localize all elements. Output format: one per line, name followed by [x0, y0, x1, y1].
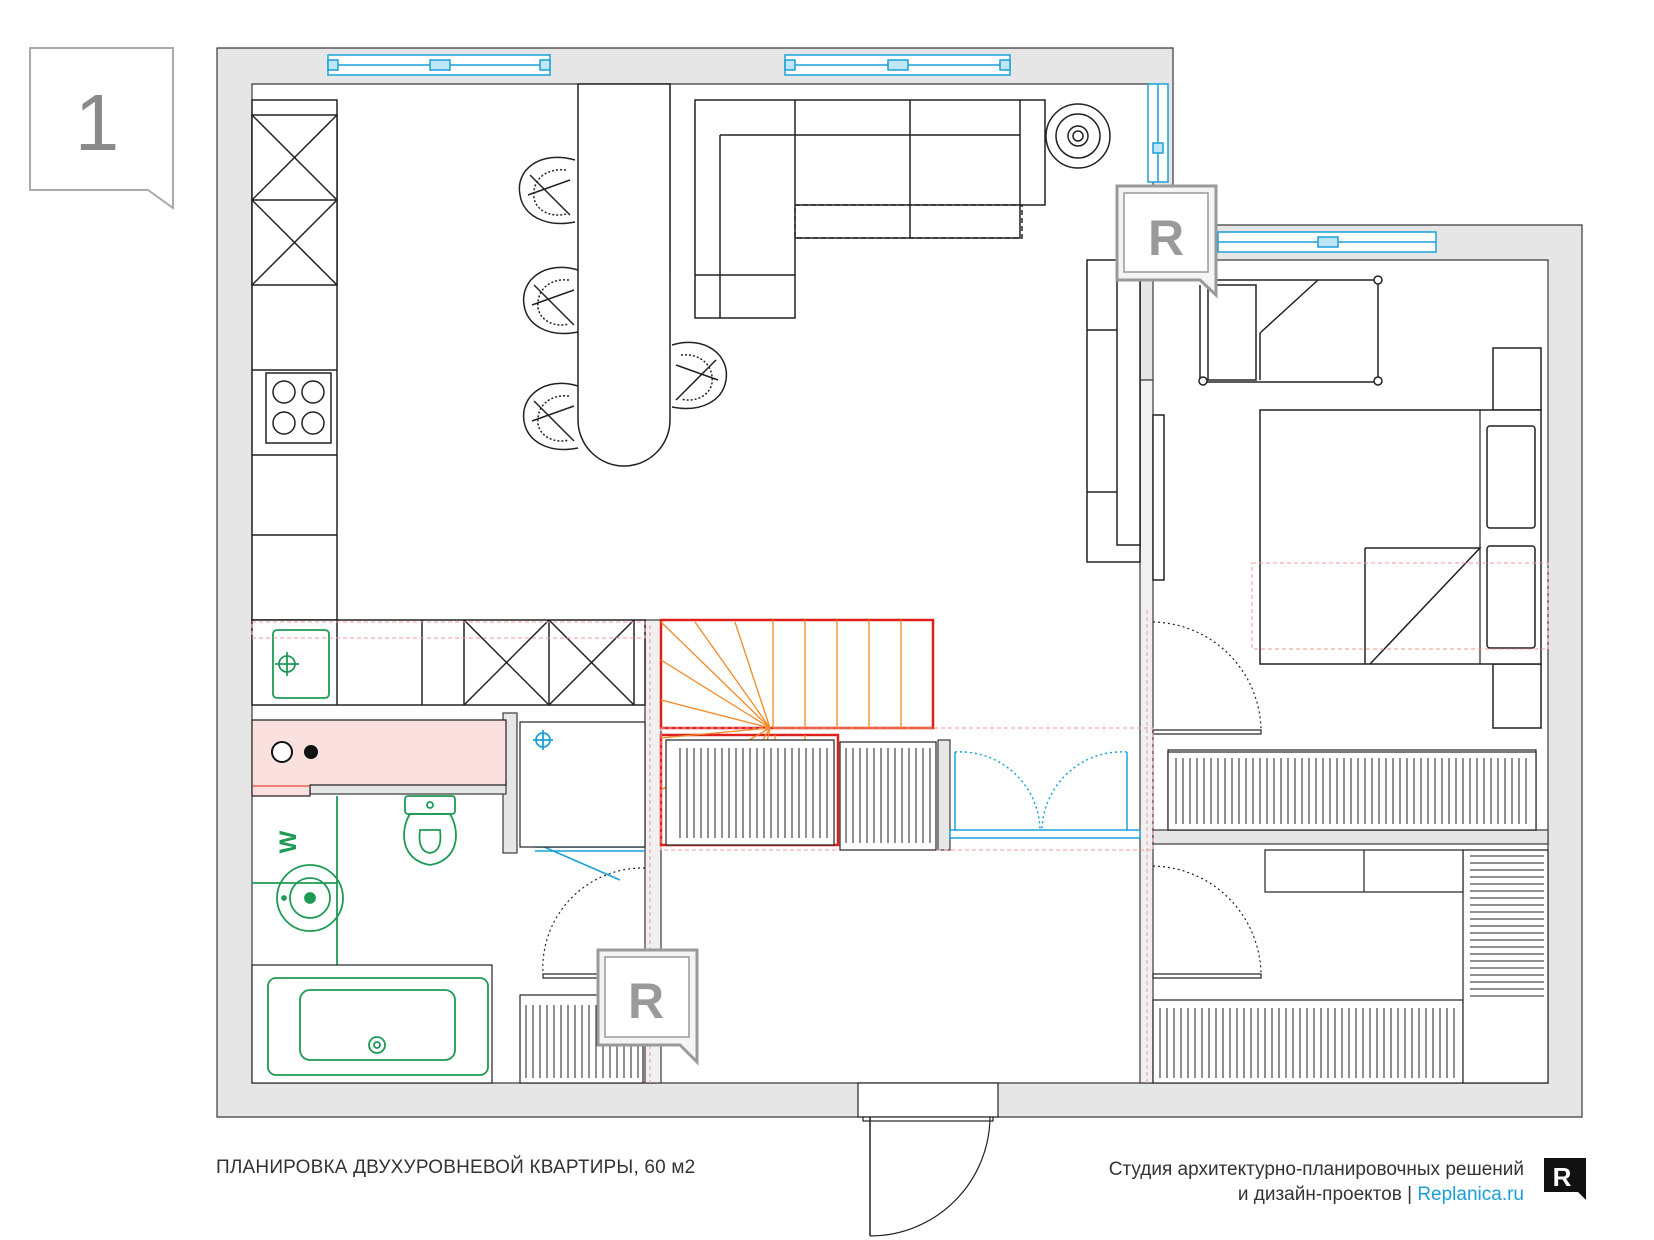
- bar-stools: [518, 156, 728, 451]
- page-number-tag: 1: [29, 47, 174, 210]
- kitchen-sink: [272, 629, 330, 699]
- bathroom-installation-zone: [251, 719, 507, 797]
- view-marker-letter: R: [1148, 210, 1184, 266]
- studio-caption: Студия архитектурно-планировочных решени…: [1109, 1157, 1524, 1207]
- double-bed: [1251, 347, 1549, 729]
- entrance-door: [857, 1082, 999, 1237]
- page-number: 1: [75, 78, 120, 167]
- bar-counter: [577, 83, 671, 467]
- sofa: [694, 99, 1046, 319]
- bar-stool: [671, 341, 728, 410]
- shower-tray: [519, 721, 646, 848]
- windows: [327, 54, 1437, 253]
- studio-line-2: и дизайн-проектов | Replanica.ru: [1109, 1182, 1524, 1207]
- plan-title: ПЛАНИРОВКА ДВУХУРОВНЕВОЙ КВАРТИРЫ, 60 м2: [216, 1157, 696, 1178]
- bedroom-door: [1152, 621, 1262, 735]
- storage-hatching: [525, 748, 1544, 1078]
- kitchen-counter: [251, 99, 338, 621]
- toilet: [403, 795, 457, 866]
- floor-lamp: [1045, 103, 1111, 169]
- brand-logo: R: [1544, 1158, 1586, 1200]
- view-marker: R: [596, 948, 699, 1066]
- armchair-desk: [1198, 275, 1383, 386]
- bar-stool: [518, 156, 576, 225]
- bathtub: [251, 964, 493, 1084]
- bar-stool: [522, 266, 579, 335]
- corridor-closet: [1264, 849, 1464, 893]
- washbasin: [276, 864, 344, 932]
- studio-link[interactable]: Replanica.ru: [1417, 1184, 1524, 1205]
- view-marker: R: [1115, 184, 1218, 299]
- kitchen-lower-cabinets: [251, 619, 646, 706]
- brand-logo-letter: R: [1553, 1162, 1572, 1192]
- tv-unit: [1086, 259, 1165, 581]
- studio-line-2-prefix: и дизайн-проектов |: [1237, 1184, 1418, 1205]
- upper-cabinets-outline: [251, 621, 646, 639]
- doors: [542, 621, 1262, 1237]
- washing-machine-label: W: [275, 830, 302, 853]
- cooktop: [265, 372, 332, 444]
- closet-door: [1152, 865, 1262, 979]
- wc-partition: [252, 796, 338, 965]
- bar-stool: [522, 382, 579, 451]
- view-marker-letter: R: [628, 973, 664, 1029]
- studio-line-1: Студия архитектурно-планировочных решени…: [1108, 1159, 1524, 1180]
